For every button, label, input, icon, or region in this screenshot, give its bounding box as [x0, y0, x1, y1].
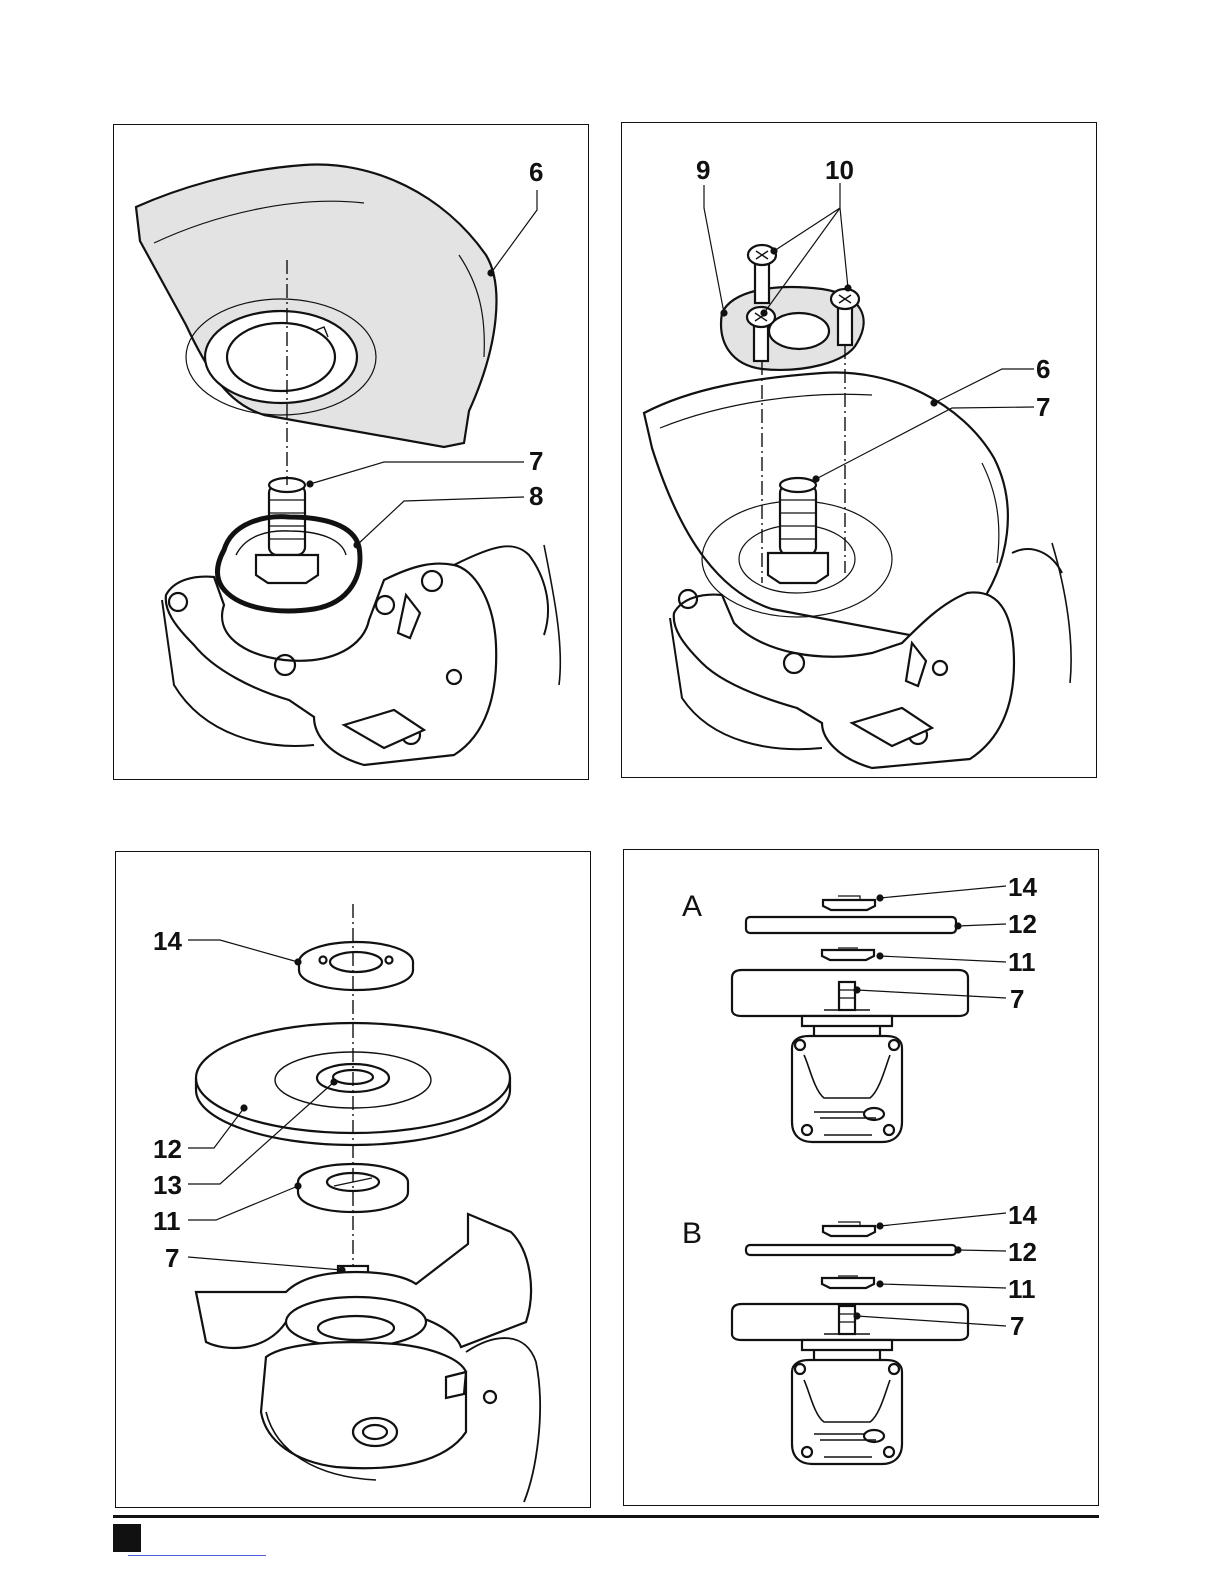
callout-7: 7 [1010, 986, 1024, 1012]
callout-12: 12 [1008, 911, 1037, 937]
callout-14: 14 [153, 928, 182, 954]
callout-14: 14 [1008, 874, 1037, 900]
variant-b-letter: B [682, 1219, 702, 1249]
callout-6: 6 [529, 159, 543, 185]
panel-guard-mount: 6 7 8 [113, 124, 589, 780]
callout-10: 10 [825, 157, 854, 183]
footer-link-underline[interactable] [128, 1555, 266, 1556]
callout-13: 13 [153, 1172, 182, 1198]
callout-14: 14 [1008, 1202, 1037, 1228]
callout-7: 7 [1010, 1313, 1024, 1339]
wheel-guard [136, 165, 496, 447]
guard-mount-drawing [114, 125, 590, 781]
panel-guard-screws: 9 10 6 7 [621, 122, 1097, 778]
callout-7: 7 [529, 448, 543, 474]
callout-12: 12 [1008, 1239, 1037, 1265]
callout-12: 12 [153, 1136, 182, 1162]
panel-disc-assembly: 14 12 13 11 7 [115, 851, 591, 1508]
callout-11: 11 [1008, 1276, 1036, 1302]
callout-11: 11 [153, 1208, 181, 1234]
callout-7: 7 [165, 1245, 179, 1271]
callout-6: 6 [1036, 356, 1050, 382]
page-marker-block [113, 1524, 141, 1552]
callout-8: 8 [529, 483, 543, 509]
variant-a-letter: A [682, 892, 702, 922]
callout-11: 11 [1008, 949, 1036, 975]
panel-disc-variants: A 14 12 11 7 B 14 12 11 7 [623, 849, 1099, 1506]
callout-7: 7 [1036, 394, 1050, 420]
disc-assembly-drawing [116, 852, 592, 1509]
footer-rule [113, 1515, 1099, 1518]
guard-screws-drawing [622, 123, 1098, 779]
callout-9: 9 [696, 157, 710, 183]
